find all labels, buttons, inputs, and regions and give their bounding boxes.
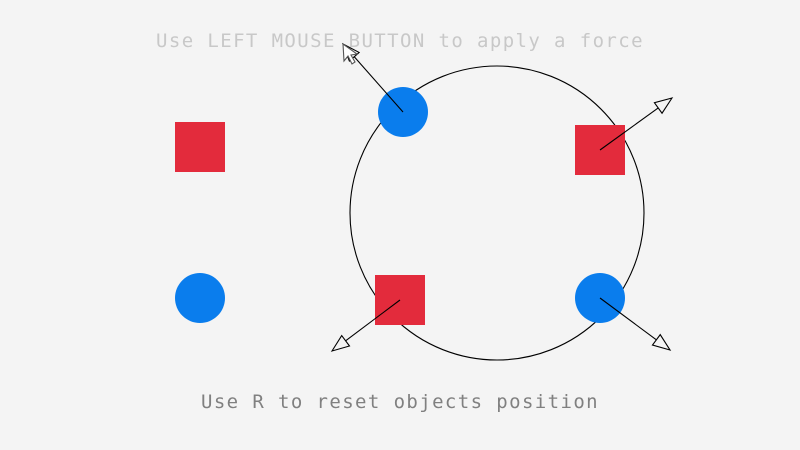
- mouse-cursor-icon: [342, 42, 359, 65]
- mouse-cursor-arrow: [342, 42, 359, 65]
- force-arrow-square-right-shaft: [599, 107, 659, 151]
- force-arrow-square-bottom-shaft: [345, 299, 401, 342]
- body-circle-left[interactable]: [175, 273, 225, 323]
- force-arrows-layer: [330, 42, 674, 352]
- container-circle-outline: [349, 65, 645, 361]
- force-arrow-square-bottom-head: [330, 334, 351, 352]
- force-arrow-circle-top-shaft: [353, 56, 404, 113]
- bodies-layer: [175, 87, 625, 325]
- force-arrow-circle-bottom-right: [599, 297, 672, 351]
- force-arrow-circle-bottom-right-head: [651, 333, 672, 351]
- force-arrow-circle-bottom-right-shaft: [599, 297, 657, 341]
- force-arrow-square-right: [599, 97, 674, 151]
- force-arrow-square-right-head: [653, 97, 674, 115]
- body-square-left[interactable]: [175, 122, 225, 172]
- force-arrow-square-bottom: [330, 299, 401, 352]
